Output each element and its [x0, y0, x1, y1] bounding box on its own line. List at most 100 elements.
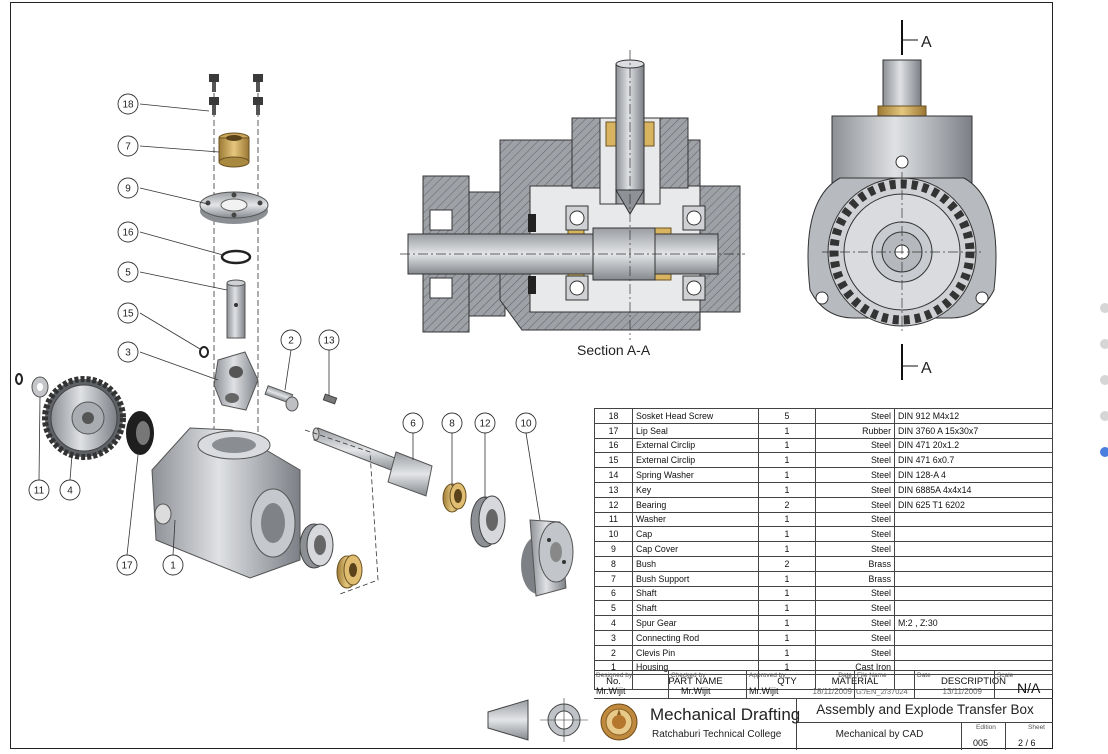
- cell-material: Steel: [815, 452, 895, 469]
- college-subtitle: Ratchaburi Technical College: [652, 729, 782, 740]
- col-header-part-name: PART NAME: [632, 674, 759, 691]
- cell-material: Brass: [815, 555, 895, 572]
- cell-description: [894, 570, 1053, 587]
- cell-material: Steel: [815, 437, 895, 454]
- callout-circle: [117, 93, 139, 115]
- cell-part-name: External Circlip: [632, 452, 759, 469]
- callout-number: 4: [67, 486, 73, 497]
- callout-number: 5: [125, 268, 131, 279]
- callout-circle: [117, 302, 139, 324]
- sheet-cell: Sheet 2 / 6: [1006, 723, 1053, 750]
- cap-part: [521, 519, 574, 597]
- cell-qty: 1: [758, 452, 816, 469]
- cell-part-name: Key: [632, 481, 759, 498]
- cell-part-name: Spring Washer: [632, 467, 759, 483]
- spur-gear-part: [42, 376, 126, 460]
- cell-no: 13: [594, 481, 633, 498]
- checked-by-value: Mr.Wijit: [681, 686, 711, 696]
- cell-qty: 1: [758, 437, 816, 454]
- edition-value: 005: [973, 738, 989, 748]
- cap-cover-part: [199, 191, 269, 224]
- approved-by-cell: Approved by Date Mr.Wijit 18/11/2009: [747, 671, 855, 699]
- cell-no: 18: [594, 408, 633, 424]
- cell-qty: 1: [758, 481, 816, 498]
- col-header-no: No.: [594, 674, 633, 691]
- date-value: 13/11/2009: [942, 687, 982, 696]
- page-indicator-dot[interactable]: [1100, 303, 1108, 313]
- sheet-label: Sheet: [1028, 724, 1045, 731]
- page-indicator-dot[interactable]: [1100, 375, 1108, 385]
- cell-qty: 1: [758, 511, 816, 528]
- bush-support-part: [218, 132, 250, 168]
- callout-number: 7: [125, 142, 131, 153]
- cell-qty: 1: [758, 422, 816, 439]
- clevis-pin-part: [264, 385, 299, 412]
- callout-number: 16: [122, 228, 134, 239]
- callout-number: 8: [449, 419, 455, 430]
- callout-number: 18: [122, 100, 134, 111]
- designed-by-cell: Designed by Mr.Wijit: [594, 671, 669, 699]
- callout-circle: [28, 479, 50, 501]
- page-indicator-dot-active[interactable]: [1100, 447, 1108, 457]
- approved-by-label: Approved by: [749, 672, 786, 679]
- edition-label: Edition: [976, 724, 996, 731]
- spring-washer-part: [15, 373, 23, 385]
- cell-part-name: Sosket Head Screw: [632, 408, 759, 424]
- callout-circle: [474, 412, 496, 434]
- housing-part: [151, 427, 301, 579]
- cell-part-name: Shaft: [632, 585, 759, 602]
- date-label: Date: [917, 672, 931, 679]
- cell-description: [894, 600, 1053, 617]
- cell-material: Steel: [815, 526, 895, 543]
- brass-bush-lower-part: [336, 554, 363, 589]
- edition-cell: Edition 005: [962, 723, 1006, 750]
- cell-qty: 1: [758, 629, 816, 646]
- connecting-rod-part: [213, 351, 259, 411]
- col-header-description: DESCRIPTION: [894, 674, 1053, 691]
- callout-circle: [117, 261, 139, 283]
- callout-number: 2: [288, 336, 294, 347]
- file-name-cell: File Name G:/EN_2/37024: [855, 671, 915, 699]
- cell-qty: 2: [758, 496, 816, 513]
- cell-material: Steel: [815, 408, 895, 424]
- college-name: Mechanical Drafting: [650, 705, 801, 724]
- cell-no: 2: [594, 644, 633, 661]
- page-indicator-dot[interactable]: [1100, 411, 1108, 421]
- cell-description: DIN 3760 A 15x30x7: [894, 422, 1053, 439]
- callout-circle: [59, 479, 81, 501]
- cell-material: Steel: [815, 585, 895, 602]
- cell-qty: 1: [758, 585, 816, 602]
- scale-label: Scale: [997, 672, 1014, 679]
- cell-material: Steel: [815, 541, 895, 557]
- cell-part-name: Clevis Pin: [632, 644, 759, 661]
- section-view: Section A-A: [400, 50, 745, 358]
- cell-description: [894, 585, 1053, 602]
- bearing-part: [470, 495, 506, 548]
- cell-part-name: Cap Cover: [632, 541, 759, 557]
- page-indicator-dot[interactable]: [1100, 339, 1108, 349]
- callout-circle: [515, 412, 537, 434]
- cell-description: DIN 128-A 4: [894, 467, 1053, 483]
- cell-qty: 1: [758, 526, 816, 543]
- cell-part-name: Bearing: [632, 496, 759, 513]
- callout-number: 3: [125, 348, 131, 359]
- cell-no: 15: [594, 452, 633, 469]
- cell-description: [894, 511, 1053, 528]
- cell-no: 8: [594, 555, 633, 572]
- small-circlip-part: [199, 346, 209, 358]
- cell-no: 12: [594, 496, 633, 513]
- callout-number: 17: [121, 561, 133, 572]
- callout-number: 10: [520, 419, 532, 430]
- lip-seal-part: [126, 411, 154, 455]
- cell-qty: 1: [758, 541, 816, 557]
- designed-by-value: Mr.Wijit: [596, 686, 626, 696]
